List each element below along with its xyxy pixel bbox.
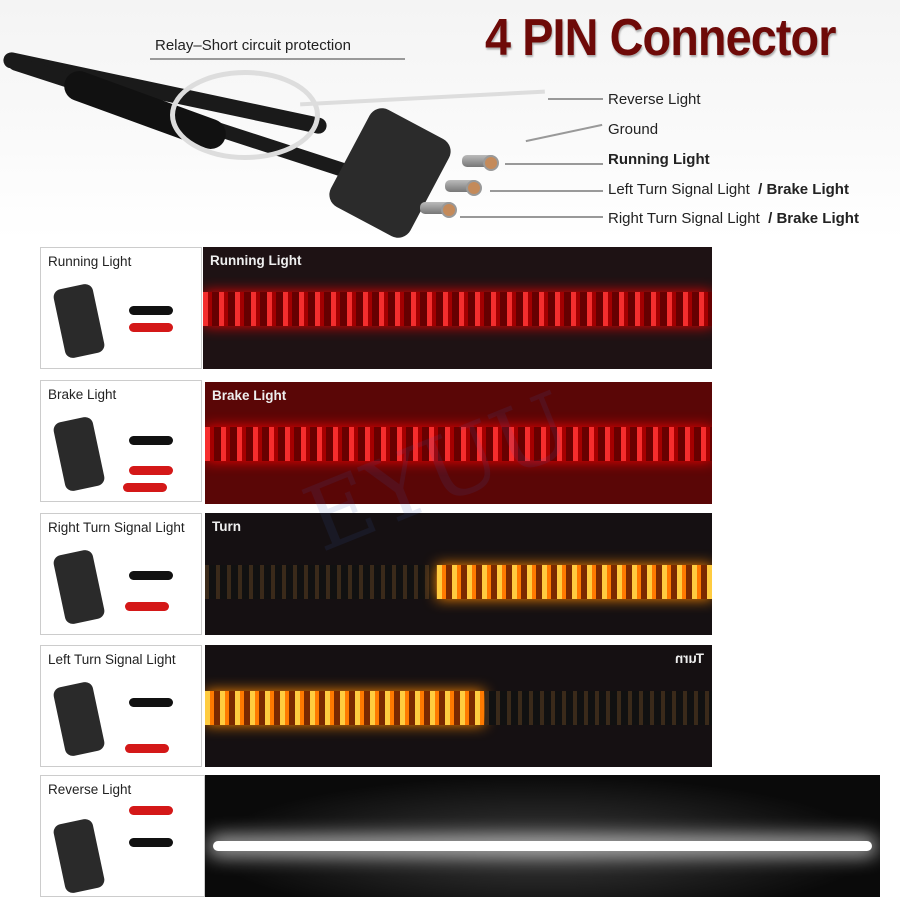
panel-running-wiring: Running Light — [40, 247, 202, 369]
pin-label-text: Ground — [608, 121, 659, 138]
panel-label: Left Turn Signal Light — [48, 652, 176, 667]
pin-left-turn — [445, 180, 482, 196]
red-clip — [123, 483, 167, 492]
panel-label: Running Light — [48, 254, 132, 269]
led-strip-off — [485, 691, 712, 725]
leader-line — [490, 190, 603, 192]
panel-running-photo: Running Light — [203, 247, 712, 369]
panel-label: Right Turn Signal Light — [48, 520, 185, 535]
connector-icon — [52, 415, 106, 493]
panel-label: Reverse Light — [48, 782, 132, 797]
photo-label-mirrored: Turn — [675, 651, 704, 666]
led-strip-lit — [205, 691, 484, 725]
panel-reverse-photo — [205, 775, 880, 897]
panel-left-turn-wiring: Left Turn Signal Light — [40, 645, 202, 767]
panel-brake-photo: Brake Light — [205, 382, 712, 504]
pin-label-text: Running Light — [608, 151, 710, 168]
connector-icon — [52, 817, 106, 895]
pin-label-suffix: / Brake Light — [768, 210, 859, 227]
panel-reverse-wiring: Reverse Light — [40, 775, 205, 897]
pin-label-right-turn: Right Turn Signal Light / Brake Light — [608, 210, 859, 227]
black-clip — [129, 436, 173, 445]
pin-label-text: Left Turn Signal Light — [608, 181, 750, 198]
pin-label-ground: Ground — [608, 121, 658, 138]
pin-right-turn — [420, 202, 457, 218]
photo-label: Turn — [212, 519, 241, 534]
leader-line — [505, 163, 603, 165]
led-strip-lit — [437, 565, 712, 599]
pin-label-text: Reverse Light — [608, 91, 701, 108]
pin-label-left-turn: Left Turn Signal Light / Brake Light — [608, 181, 849, 198]
panel-right-turn-wiring: Right Turn Signal Light — [40, 513, 202, 635]
leader-line — [525, 123, 603, 143]
led-strip-off — [205, 565, 437, 599]
white-wire — [170, 70, 320, 160]
panel-left-turn-photo: Turn — [205, 645, 712, 767]
connector-icon — [52, 548, 106, 626]
relay-leader-line — [150, 58, 405, 60]
black-clip — [129, 571, 173, 580]
photo-label: Running Light — [210, 253, 302, 268]
pin-label-reverse: Reverse Light — [608, 91, 701, 108]
red-clip — [125, 602, 169, 611]
photo-label: Brake Light — [212, 388, 287, 403]
leader-line — [548, 98, 603, 100]
page-title: 4 PIN Connector — [485, 9, 836, 67]
pin-label-text: Right Turn Signal Light — [608, 210, 760, 227]
pin-label-suffix: / Brake Light — [758, 181, 849, 198]
red-clip — [129, 806, 173, 815]
relay-label: Relay–Short circuit protection — [155, 37, 351, 54]
black-clip — [129, 838, 173, 847]
pin-running — [462, 155, 499, 171]
black-clip — [129, 698, 173, 707]
white-led-strip — [213, 841, 872, 851]
panel-brake-wiring: Brake Light — [40, 380, 202, 502]
red-clip — [125, 744, 169, 753]
connector-hero: 4 PIN Connector Relay–Short circuit prot… — [0, 0, 900, 243]
panel-label: Brake Light — [48, 387, 117, 402]
led-strip — [205, 427, 712, 461]
connector-plug — [324, 103, 456, 243]
reverse-wire — [300, 89, 545, 107]
led-strip — [203, 292, 712, 326]
pin-label-running: Running Light — [608, 151, 710, 168]
panel-right-turn-photo: Turn — [205, 513, 712, 635]
leader-line — [460, 216, 603, 218]
red-clip — [129, 466, 173, 475]
red-clip — [129, 323, 173, 332]
connector-icon — [52, 282, 106, 360]
black-clip — [129, 306, 173, 315]
connector-icon — [52, 680, 106, 758]
